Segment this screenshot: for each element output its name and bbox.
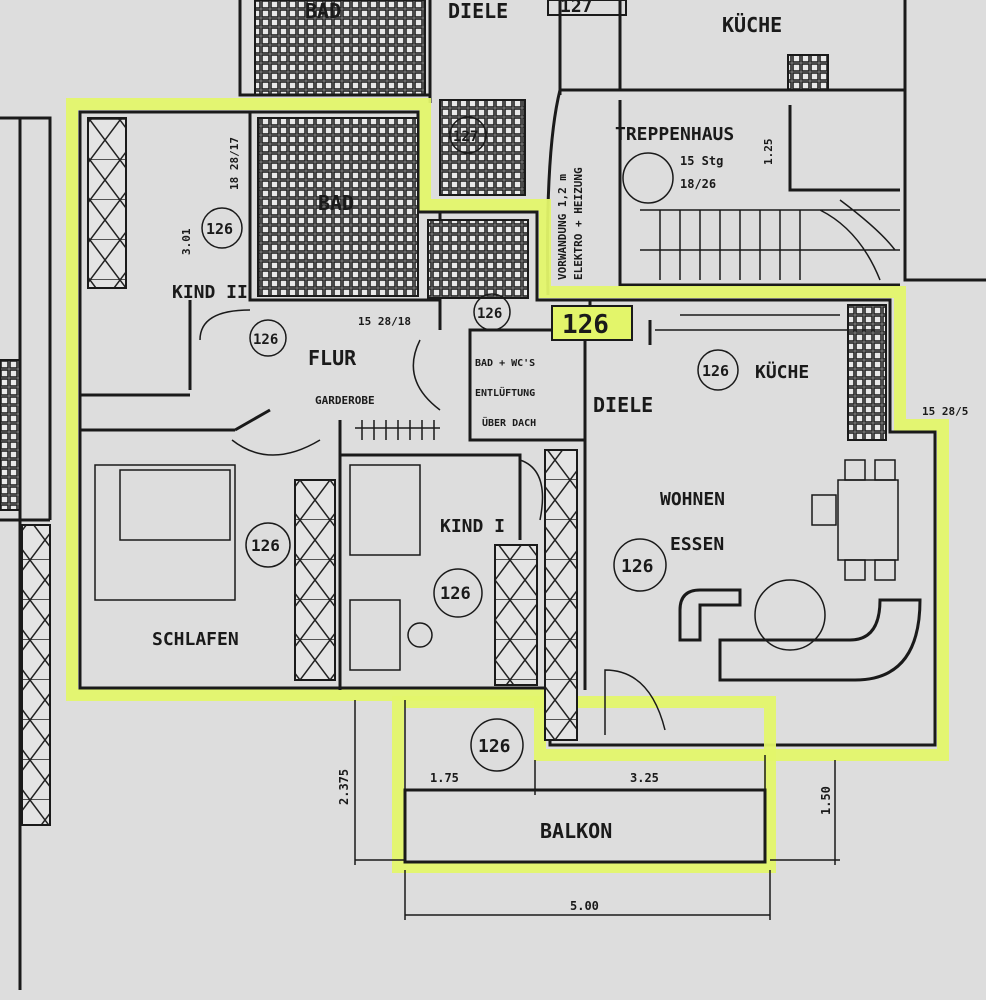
svg-text:126: 126 (477, 306, 502, 322)
circle-marker: 126 (473, 293, 511, 331)
dim-3-25: 3.25 (630, 771, 659, 785)
label-flur: FLUR (308, 346, 357, 370)
dim-window-3: 15 28/5 (922, 405, 968, 418)
label-bad: BAD (318, 191, 354, 215)
dim-2-375: 2.375 (337, 769, 351, 805)
svg-text:126: 126 (440, 584, 471, 604)
label-diele: DIELE (593, 393, 653, 417)
unit-circles: 126 126 126 127 126 126 126 126 126 (201, 116, 739, 772)
label-ventilation-2: ENTLÜFTUNG (475, 385, 535, 399)
dim-1-75: 1.75 (430, 771, 459, 785)
dim-window-1: 15 28/18 (358, 315, 411, 328)
label-garderobe: GARDEROBE (315, 394, 375, 407)
circle-marker: 126 (433, 568, 483, 618)
circle-marker: 127 (449, 116, 487, 154)
label-vorwand: VORWANDUNG 1,2 m (556, 174, 569, 280)
label-kueche: KÜCHE (755, 361, 809, 383)
svg-text:126: 126 (251, 536, 280, 555)
label-unit-127: 127 (560, 0, 593, 17)
balcony-highlight (392, 696, 776, 873)
label-kind-2: KIND II (172, 282, 248, 303)
unit-number: 126 (562, 310, 609, 340)
unit-number-badge: 126 (551, 305, 633, 341)
label-elektro-heizung: ELEKTRO + HEIZUNG (572, 167, 585, 280)
desk (349, 599, 401, 671)
svg-text:126: 126 (206, 220, 233, 238)
stairwell (546, 88, 900, 296)
kids-bed (349, 464, 421, 556)
furniture (94, 459, 922, 735)
label-kind-1: KIND I (440, 516, 505, 537)
svg-text:126: 126 (478, 736, 511, 757)
svg-text:126: 126 (621, 556, 654, 577)
circle-marker: 126 (697, 349, 739, 391)
dining-table (837, 479, 899, 561)
neighbor-left (0, 116, 52, 990)
label-balkon: BALKON (540, 819, 612, 843)
bed (94, 464, 236, 601)
dim-window-2: 18 28/17 (228, 137, 241, 190)
circle-marker: 126 (201, 207, 243, 249)
label-kueche-top: KÜCHE (722, 13, 782, 37)
sofa (718, 598, 922, 682)
circle-marker: 126 (470, 718, 524, 772)
label-schlafen: SCHLAFEN (152, 629, 239, 650)
circle-marker: 126 (613, 538, 667, 592)
label-essen: ESSEN (670, 534, 724, 555)
label-bad-top: BAD (305, 0, 341, 23)
dim-5-00: 5.00 (570, 899, 599, 913)
label-stair-steps: 15 Stg (680, 154, 723, 168)
svg-text:126: 126 (702, 362, 729, 380)
interior-walls (80, 112, 887, 741)
upper-unit (238, 0, 986, 282)
dim-3-01: 3.01 (180, 228, 193, 255)
coffee-table (754, 579, 826, 651)
label-ventilation-3: ÜBER DACH (482, 415, 536, 429)
room-labels: BAD DIELE 127 KÜCHE TREPPENHAUS 15 Stg 1… (152, 0, 809, 843)
svg-text:126: 126 (253, 332, 278, 348)
label-stair-ratio: 18/26 (680, 177, 716, 191)
label-treppenhaus: TREPPENHAUS (615, 124, 734, 145)
dim-1-50: 1.50 (819, 786, 833, 815)
dimensions: 1.75 3.25 1.50 2.375 5.00 3.01 15 28/18 … (180, 137, 968, 920)
label-stair-width: 1.25 (762, 139, 775, 166)
circle-marker: 126 (249, 319, 287, 357)
label-ventilation-1: BAD + WC'S (475, 358, 535, 369)
label-diele-top: DIELE (448, 0, 508, 23)
svg-text:127: 127 (453, 129, 478, 145)
label-wohnen: WOHNEN (660, 489, 725, 510)
unit-outline-highlight (66, 98, 949, 761)
circle-marker: 126 (245, 522, 291, 568)
